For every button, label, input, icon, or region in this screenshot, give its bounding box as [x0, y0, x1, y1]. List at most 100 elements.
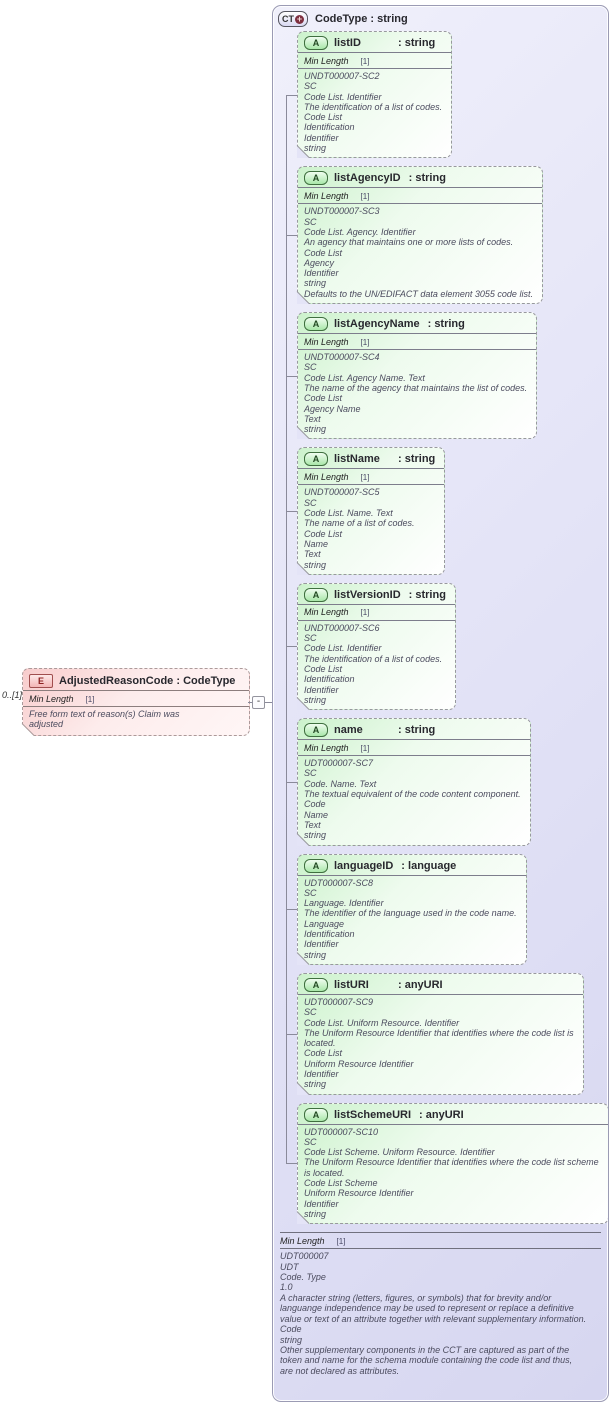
attribute-badge: A [304, 723, 328, 738]
divider [23, 706, 249, 707]
facet-row: Min Length [1] [304, 606, 446, 619]
facet-row: Min Length [1] [304, 189, 533, 202]
attribute-badge: A [304, 587, 328, 602]
attribute-row: A listVersionID : string Min Length [1] UN… [286, 582, 456, 711]
attribute-type: : string [408, 588, 446, 601]
facet-value: [1] [360, 608, 370, 618]
facet-row: Min Length [1] [304, 741, 521, 754]
complex-type-badge-label: CT [282, 14, 294, 24]
attribute-box[interactable]: A listID: string Min Length[1] UNDT00000… [297, 31, 453, 159]
attribute-badge: A [304, 1107, 328, 1122]
divider [298, 755, 530, 757]
collapse-toggle[interactable]: - [252, 696, 265, 709]
attribute-badge: A [304, 858, 328, 873]
attribute-badge: A [304, 36, 328, 50]
attribute-name: listAgencyID [334, 172, 401, 185]
facet-row: Min Length [1] [304, 335, 527, 348]
facet-value: [1] [360, 743, 370, 753]
attribute-box[interactable]: A listVersionID : string Min Length [1] UN… [297, 582, 456, 711]
attribute-badge: A [304, 317, 328, 332]
attribute-type: : string [398, 724, 436, 737]
facet-value: [1] [360, 191, 370, 201]
facet-value: [1] [360, 337, 370, 347]
facet-name: Min Length [304, 336, 349, 347]
divider [298, 739, 530, 741]
facet-row: Min Length[1] [304, 470, 435, 483]
facet-name: Min Length [304, 742, 349, 753]
divider [298, 68, 452, 69]
attribute-row: A listName : string Min Length[1] UNDT000… [285, 447, 446, 576]
divider [298, 203, 542, 205]
facet-value: [1] [360, 472, 370, 482]
attribute-list: A listID: string Min Length[1] UNDT00000… [273, 31, 608, 1225]
plus-icon[interactable]: + [295, 13, 304, 24]
facet-row: Min Length [1] [304, 54, 442, 67]
divider [298, 993, 583, 995]
attribute-name: listURI [334, 978, 369, 991]
element-badge: E [29, 674, 53, 688]
divider [280, 1232, 601, 1234]
complex-type-title: CodeType : string [315, 13, 408, 25]
attribute-row: A name : string Min Length [1] UDT000007-S… [286, 718, 531, 846]
facet-name: Min Length [304, 607, 349, 618]
attribute-name: listVersionID [334, 588, 401, 601]
facet-value: [1] [85, 694, 95, 704]
attribute-type: : string [398, 37, 436, 49]
connector-line [248, 702, 286, 703]
attribute-type: : string [398, 453, 436, 466]
attribute-type: : string [408, 172, 446, 185]
attribute-name: name [334, 724, 363, 737]
divider [298, 333, 537, 335]
attribute-box[interactable]: A listAgencyID: string Min Length[1] UND… [297, 166, 543, 305]
divider [298, 619, 455, 621]
complex-type-box[interactable]: CT+ CodeType : string A listID: string M… [272, 5, 609, 1402]
facet-value: [1] [336, 1236, 346, 1246]
element-title: AdjustedReasonCode : CodeType [59, 675, 236, 687]
attribute-name: listAgencyName [334, 318, 420, 331]
divider [280, 1248, 601, 1250]
facet-name: Min Length [280, 1235, 325, 1246]
attribute-badge: A [304, 452, 328, 467]
facet-value: [1] [360, 56, 370, 66]
attribute-name: listSchemeURI [334, 1108, 412, 1121]
divider [23, 690, 249, 691]
divider [298, 52, 452, 53]
divider [298, 603, 455, 605]
divider [298, 874, 526, 876]
complex-type-badge: CT+ [278, 11, 308, 27]
divider [298, 1123, 608, 1125]
attribute-name: listName [334, 453, 380, 466]
cardinality-label: 0..[1] [2, 690, 23, 700]
attribute-type: : anyURI [419, 1108, 464, 1121]
attribute-box[interactable]: A name : string Min Length [1] UDT000007-S… [297, 718, 531, 846]
facet-row: Min Length [1] [280, 1234, 601, 1247]
attribute-box[interactable]: A listName : string Min Length[1] UNDT000… [297, 447, 446, 576]
attribute-row: A listID: string Min Length[1] UNDT00000… [285, 31, 453, 159]
attribute-type: : string [427, 318, 465, 331]
attribute-box[interactable]: A listAgencyName : string Min Length [1] U… [297, 312, 538, 440]
attribute-badge: A [304, 977, 328, 992]
element-box[interactable]: E AdjustedReasonCode : CodeType Min Leng… [22, 668, 250, 736]
divider [298, 349, 537, 351]
facet-name: Min Length [304, 55, 349, 66]
facet-name: Min Length [304, 190, 349, 201]
attribute-type: : anyURI [398, 978, 443, 991]
